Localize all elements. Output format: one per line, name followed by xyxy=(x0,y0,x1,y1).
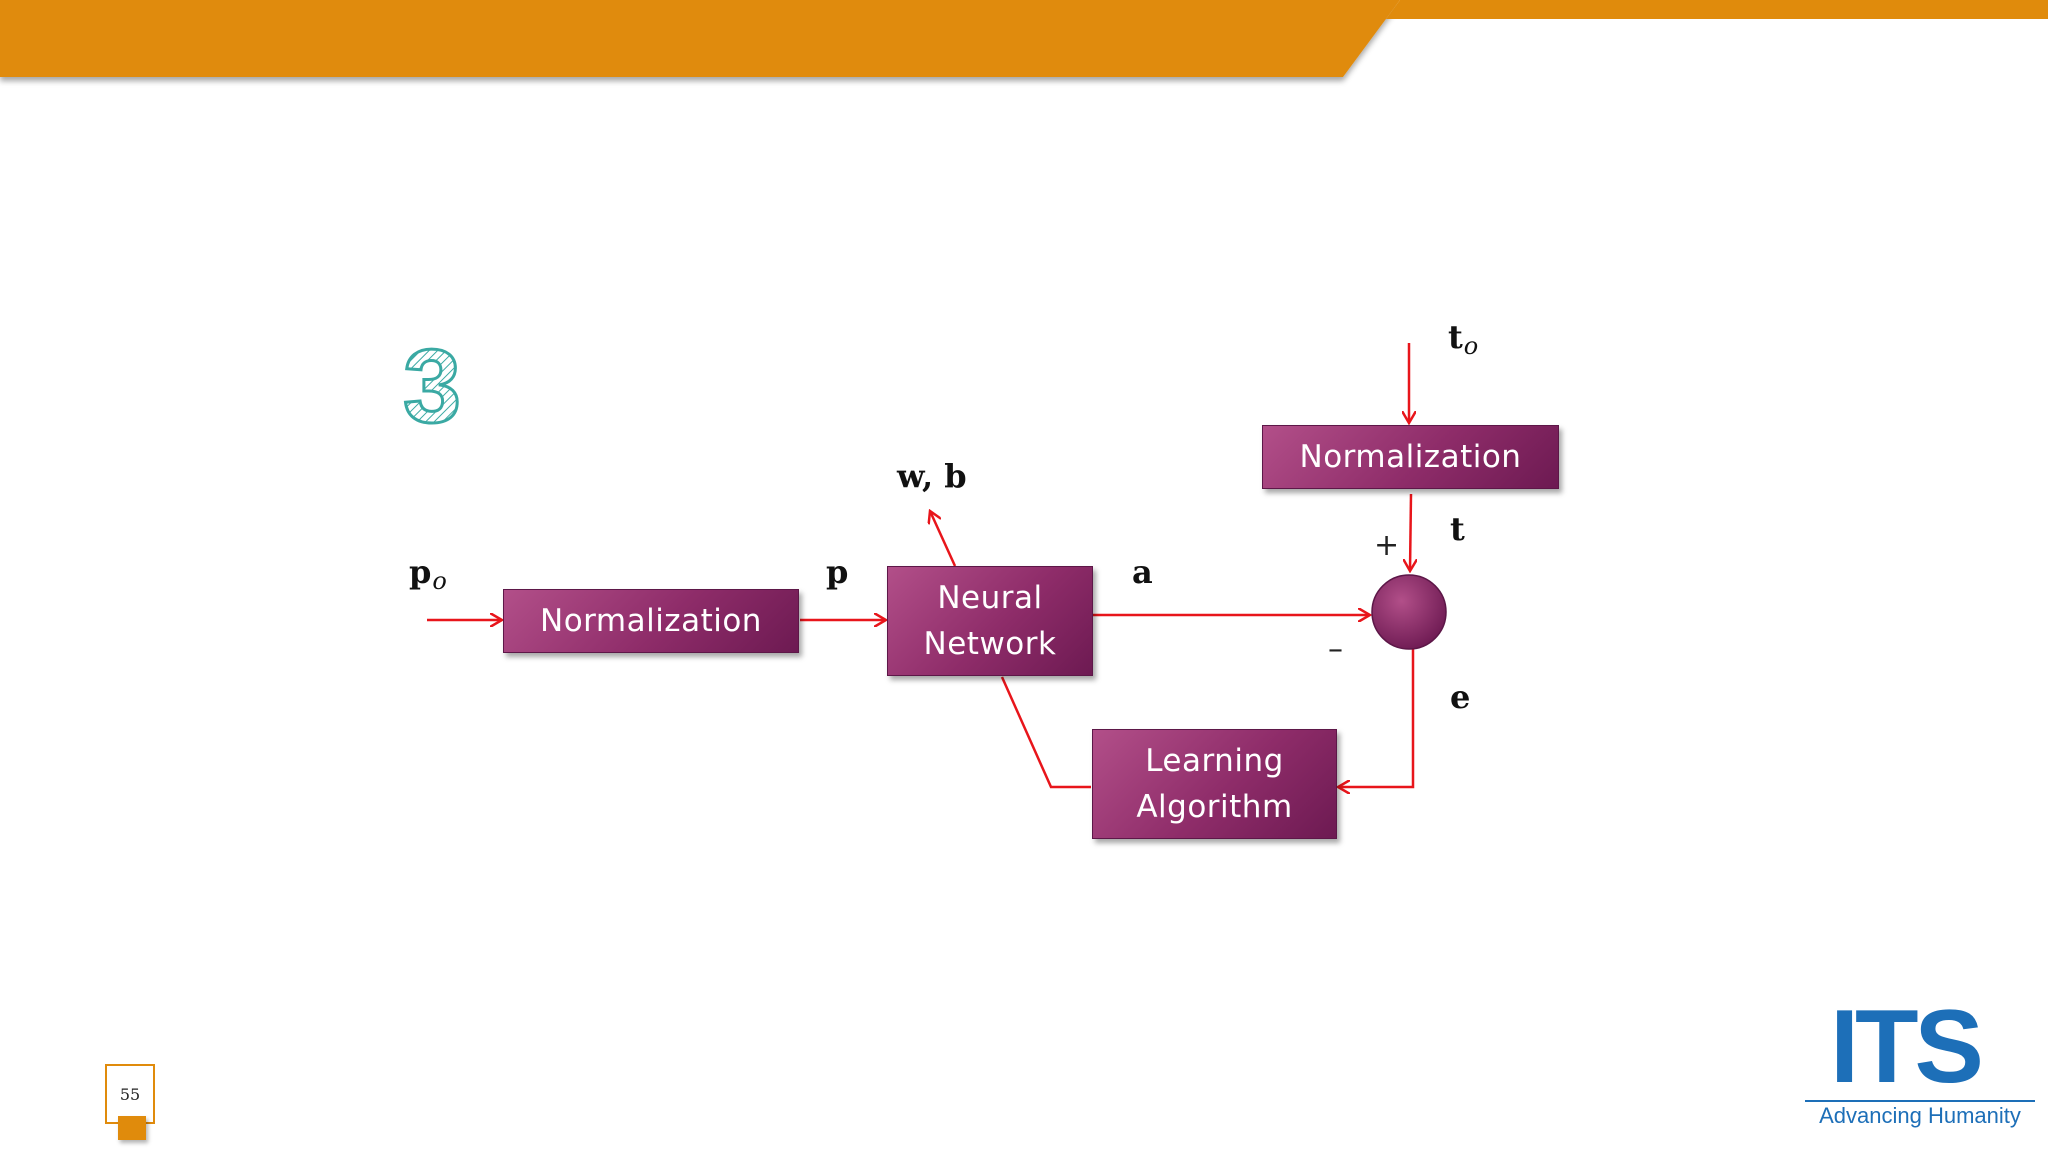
var-a: a xyxy=(1132,553,1153,591)
summing-junction xyxy=(1371,574,1447,650)
header-banner-right xyxy=(1386,0,2048,19)
arrow-e-to-learning xyxy=(1338,648,1415,787)
var-e: e xyxy=(1450,678,1471,716)
logo-tagline: Advancing Humanity xyxy=(1805,1100,2035,1129)
var-to-main: t xyxy=(1448,318,1463,356)
input-normalization-label: Normalization xyxy=(540,603,762,639)
var-wb: w, b xyxy=(897,457,967,495)
slide-number: 55 xyxy=(105,1064,155,1124)
header-banner-left xyxy=(0,0,1400,77)
var-t: t xyxy=(1450,510,1465,548)
input-normalization-block: Normalization xyxy=(503,589,799,653)
neural-network-label: Neural Network xyxy=(923,580,1057,662)
slide-number-decoration xyxy=(118,1116,146,1140)
var-po-sub: o xyxy=(432,567,447,595)
step-number: 3 xyxy=(403,336,461,436)
target-normalization-block: Normalization xyxy=(1262,425,1559,489)
learning-algorithm-label: Learning Algorithm xyxy=(1136,743,1293,825)
arrow-network-to-wb xyxy=(930,511,957,567)
minus-sign: – xyxy=(1328,632,1343,667)
target-normalization-label: Normalization xyxy=(1299,439,1522,475)
var-po-main: p xyxy=(409,553,432,591)
var-to-sub: o xyxy=(1463,332,1479,360)
var-p: p xyxy=(826,553,849,591)
var-po: po xyxy=(409,553,447,595)
its-logo: ITS xyxy=(1830,989,1984,1105)
arrow-t-to-sum xyxy=(1410,493,1411,571)
slide-number-text: 55 xyxy=(119,1084,141,1104)
neural-network-block: Neural Network xyxy=(887,566,1093,676)
step-number-graphic: 3 xyxy=(402,336,463,436)
line-learning-to-network xyxy=(1000,676,1091,789)
var-to: to xyxy=(1448,318,1478,360)
learning-algorithm-block: Learning Algorithm xyxy=(1092,729,1337,839)
header-banner xyxy=(0,0,2048,77)
plus-sign: + xyxy=(1374,528,1400,563)
